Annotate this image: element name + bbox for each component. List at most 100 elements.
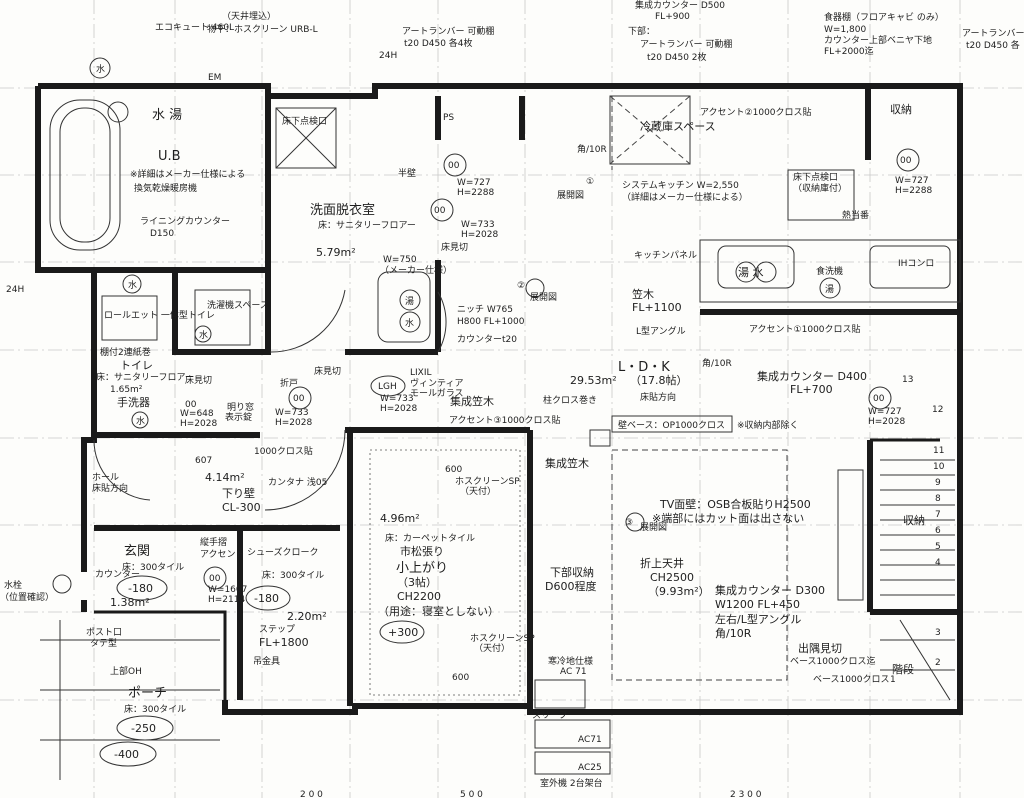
label-system-kitchen-note: （詳細はメーカー仕様による） [622,191,748,203]
label-koagari: 小上がり [396,561,448,576]
label-num6: 6 [935,526,941,536]
label-shokki-w: W=1,800 [824,25,866,35]
label-door00-5: 00 [293,394,305,404]
label-step-fl: FL+1800 [259,636,309,649]
label-ac71: AC71 [578,735,602,745]
label-ub: U.B [158,149,181,164]
label-base-cross: ベース1000クロス [813,674,889,685]
label-hosc-sp-1b: （天付） [460,486,496,497]
label-washroom-floor: 床：サニタリーフロアー [318,219,416,231]
label-toilet-shelf: 棚付2連紙巻 [100,346,151,358]
label-door00-4-h: H=2028 [180,419,217,429]
label-hekibase: 壁ベース：OP1000クロス [618,419,725,431]
label-artlumber-right: アートランバー 可動 [962,28,1024,39]
label-toilet-area: 1.65m² [110,385,143,395]
label-toilet: トイレ [120,359,153,372]
label-shoes-cloak: シューズクローク [247,546,319,558]
label-door00-7: 00 [209,574,221,584]
label-shuno-1: 収納 [890,103,912,116]
label-postbox: ポスト口 [86,627,122,638]
label-mizu-yu: 水 湯 [152,108,182,123]
label-dim607: 607 [195,456,212,466]
label-artlumber-right-spec: t20 D450 各 [966,39,1020,51]
label-ub-note2: 換気乾燥暖房機 [134,182,197,194]
label-door00-3-h: H=2028 [461,230,498,240]
label-mizu-sym5: 水 [405,317,414,329]
label-genkan: 玄関 [124,544,150,559]
label-fridge: 冷蔵庫スペース [640,119,716,133]
label-artlumber-top-spec: t20 D450 各4枚 [404,37,473,49]
label-num1: 1 [890,675,896,685]
label-kabu-shuno-d: D600程度 [545,579,596,593]
label-dim-b3: 2 3 0 0 [730,790,762,798]
label-accent1: アクセント①1000クロス貼 [749,323,861,335]
label-vanity-w: W=750 [383,255,417,265]
label-ecocute: エコキュート 460L [155,23,234,33]
door-swings [93,289,447,511]
label-artlumber-2: アートランバー 可動棚 [640,38,732,50]
label-lvl-m250: -250 [131,722,156,735]
label-tatami-floor: 床：カーペットタイル [385,532,475,544]
label-tv-wall: TV面壁：OSB合板貼りH2500 [659,497,811,511]
label-accent2: アクセント②1000クロス貼 [700,106,812,118]
label-yukamikiri-2: 床見切 [185,374,212,386]
label-shoes-area: 2.20m² [287,610,327,623]
label-ih: IHコンロ [898,259,934,269]
label-lvl-p300: +300 [388,626,418,639]
label-kaidan: 階段 [892,662,914,676]
label-shuno-jokyo: ※収納内部除く [737,419,799,431]
label-num-circle-1: ① [586,177,594,187]
label-tatami-area: 4.96m² [380,512,420,525]
label-koagari-use: （用途：寝室としない） [378,604,499,618]
label-outdoor: 室外機 2台架台 [540,777,603,789]
label-num12: 12 [932,405,943,415]
label-lixil: LIXIL [410,368,432,378]
label-yu-sym: 湯 [405,296,414,307]
label-niche: ニッチ W765 [457,304,513,315]
dashed-outlines [369,96,788,696]
label-artlumber-top: アートランバー 可動棚 [402,25,494,37]
label-num8: 8 [935,494,941,504]
label-hashira-cross: 柱クロス巻き [543,394,597,406]
label-accent3: アクセント③1000クロス貼 [449,414,561,426]
label-h24: 24H [379,51,397,61]
label-door00-6-w: W=727 [868,407,902,417]
label-num3: 3 [935,628,941,638]
label-accent-tile: アクセント [200,549,245,560]
label-dim-b1: 2 0 0 [300,790,323,798]
label-mizu-sym3: 水 [199,329,208,341]
label-dishwasher: 食洗機 [816,265,843,277]
label-shokki-title: 食器棚（フロアキャビ のみ） [824,11,944,23]
label-genkan-area: 1.38m² [110,596,150,609]
label-em: EM [208,73,221,83]
label-artlumber-2-spec: t20 D450 2枚 [647,51,707,63]
porch-steps [40,620,220,780]
label-system-kitchen: システムキッチン W=2,550 [622,180,739,191]
label-genkan-floor: 床：300タイル [122,561,184,573]
label-yukashita-2b: （収納庫付） [793,182,847,194]
label-mizu-sym: 水 [96,63,105,75]
label-washroom-area: 5.79m² [316,246,356,259]
label-lixil-3: モールガラス [410,388,464,399]
label-shusei-kasagi-2: 集成笠木 [545,456,589,470]
label-oriage-area: （9.93m²） [648,585,710,598]
label-akari-note: 表示錠 [225,411,252,423]
label-suisen-note: （位置確認） [0,591,54,603]
label-akari: 明り窓 [227,401,254,413]
label-oriage: 折上天井 [640,556,684,570]
label-lining-counter: ライニングカウンター [140,215,230,227]
label-door00-5-w: W=733 [275,408,309,418]
label-hosc-sp-1: ホスクリーンSP [455,476,520,487]
label-hall: ホール [92,472,119,483]
label-ps: PS [443,113,454,123]
label-door00-3: 00 [434,206,446,216]
label-shusei-kasagi-1: 集成笠木 [450,394,494,408]
label-num-circle-3: ③ [625,518,633,528]
label-door00-2-h: H=2288 [895,186,932,196]
label-door00-4-w: W=648 [180,409,214,419]
label-washroom: 洗面脱衣室 [310,202,375,218]
label-oriage-ch: CH2500 [650,571,694,584]
label-tatami-finish: 市松張り [400,544,444,558]
